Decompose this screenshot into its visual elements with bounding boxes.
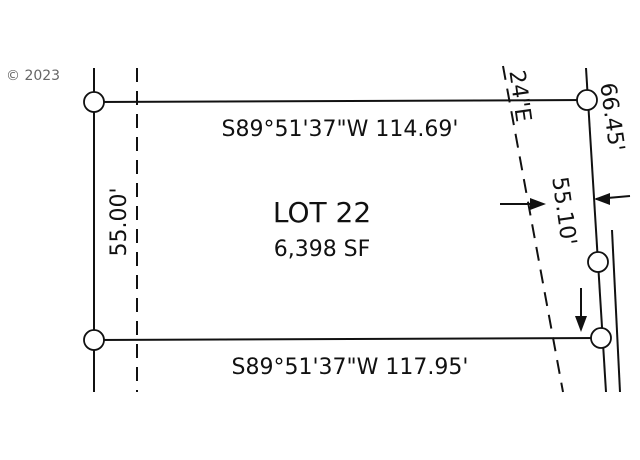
left-side-dimension: 55.00' — [107, 187, 132, 256]
lot-area: 6,398 SF — [274, 237, 371, 262]
far-right-boundary-line — [611, 229, 621, 393]
far-right-dimension: 66.45' — [594, 81, 628, 153]
top-bearing-label: S89°51'37"W 114.69' — [222, 117, 459, 142]
right-setback-line — [502, 65, 564, 393]
dimension-arrow-left — [530, 198, 546, 210]
copyright-notice: © 2023 — [6, 68, 60, 84]
corner-pin-bottom-right — [590, 327, 612, 349]
partial-bearing-label: 24"E — [503, 69, 535, 124]
dimension-arrow-right — [594, 193, 610, 205]
bottom-boundary-line — [93, 337, 602, 341]
lot-title: LOT 22 — [273, 196, 371, 229]
corner-pin-top-right — [576, 89, 598, 111]
corner-pin-top-left — [83, 91, 105, 113]
top-boundary-line — [93, 99, 587, 103]
right-side-dimension: 55.10' — [546, 175, 580, 247]
corner-pin-bottom-left — [83, 329, 105, 351]
corner-pin-mid-right — [587, 251, 609, 273]
vertical-arrow — [575, 316, 587, 332]
bottom-bearing-label: S89°51'37"W 117.95' — [232, 355, 469, 380]
